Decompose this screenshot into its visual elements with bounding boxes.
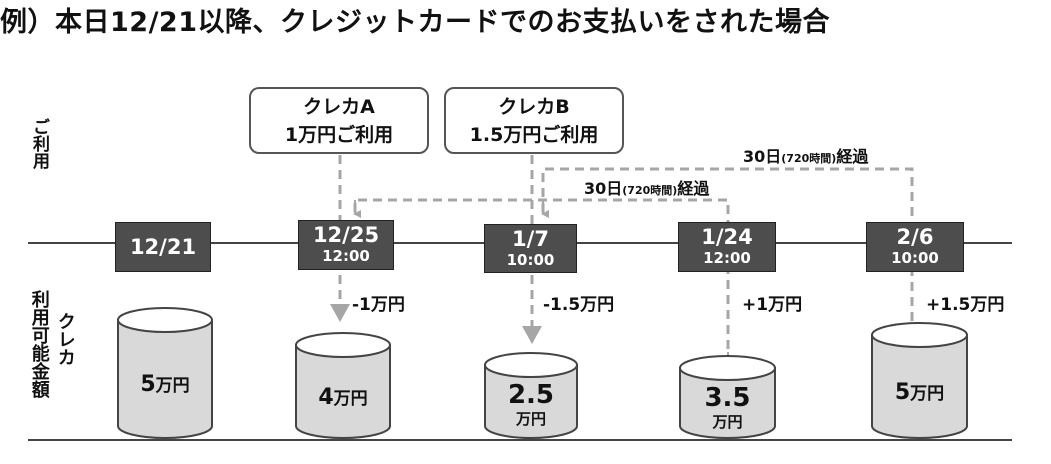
delta-return-b: +1.5万円 xyxy=(926,295,1005,315)
cylinder-top xyxy=(117,307,213,333)
balance-value: 5 xyxy=(140,372,156,397)
balance-cylinder xyxy=(295,344,391,439)
cylinder-top xyxy=(484,352,578,378)
cylinder-top xyxy=(679,355,776,381)
card-b-usage: 1.5万円ご利用 xyxy=(469,124,599,146)
time-text: 12:00 xyxy=(322,247,370,265)
date-text: 12/21 xyxy=(129,235,197,259)
cylinder-top xyxy=(871,322,968,348)
card-a-name: クレカA xyxy=(303,96,375,118)
elapsed-suffix: 経過 xyxy=(677,179,710,198)
balance-label: 4万円 xyxy=(296,384,390,410)
balance-unit: 万円 xyxy=(515,410,546,428)
date-box-0107: 1/7 10:00 xyxy=(484,224,577,273)
elapsed-label-a: 30日(720時間)経過 xyxy=(584,175,709,199)
time-text: 10:00 xyxy=(506,251,555,269)
card-a-box: クレカA 1万円ご利用 xyxy=(249,87,429,154)
balance-value: 3.5 xyxy=(704,383,751,413)
time-text: 10:00 xyxy=(891,249,939,267)
elapsed-b-path xyxy=(541,167,914,325)
date-box-1221: 12/21 xyxy=(115,222,211,272)
date-box-0124: 1/24 12:00 xyxy=(678,222,776,272)
elapsed-a-path xyxy=(353,198,730,352)
elapsed-label-b: 30日(720時間)経過 xyxy=(743,143,868,167)
elapsed-hours: (720時間) xyxy=(781,152,837,165)
balance-unit: 万円 xyxy=(910,383,945,404)
delta-card-a: -1万円 xyxy=(352,295,405,315)
balance-unit: 万円 xyxy=(155,376,190,396)
elapsed-suffix: 経過 xyxy=(836,147,869,166)
date-box-1225: 12/25 12:00 xyxy=(298,220,394,270)
page-title: 例）本日12/21以降、クレジットカードでのお支払いをされた場合 xyxy=(0,7,831,38)
card-b-box: クレカB 1.5万円ご利用 xyxy=(444,87,624,154)
date-text: 1/24 xyxy=(701,225,753,249)
balance-value: 2.5 xyxy=(507,380,555,410)
delta-return-a: +1万円 xyxy=(742,295,803,315)
balance-cylinder xyxy=(679,367,776,439)
time-text: 12:00 xyxy=(703,249,751,267)
cylinder-top xyxy=(295,332,391,358)
date-text: 12/25 xyxy=(312,223,380,247)
balance-cylinder xyxy=(117,319,213,439)
balance-label: 5万円 xyxy=(118,371,212,397)
card-b-name: クレカB xyxy=(498,96,570,118)
elapsed-hours: (720時間) xyxy=(622,184,678,197)
card-a-usage: 1万円ご利用 xyxy=(284,124,394,146)
date-box-0206: 2/6 10:00 xyxy=(866,222,964,272)
date-text: 1/7 xyxy=(512,227,549,251)
balance-value: 5 xyxy=(894,379,911,405)
balance-cylinder xyxy=(484,364,578,439)
card-label: クレカ xyxy=(54,312,76,366)
usage-label: ご利用 xyxy=(29,118,49,169)
delta-card-b: -1.5万円 xyxy=(543,295,615,315)
balance-label: 5万円 xyxy=(872,379,967,405)
balance-unit: 万円 xyxy=(333,388,368,409)
balance-cylinder xyxy=(871,334,968,439)
elapsed-days: 30日 xyxy=(584,179,623,198)
date-text: 2/6 xyxy=(896,225,934,249)
elapsed-days: 30日 xyxy=(743,147,782,166)
available-amount-label: 利用可能金額 xyxy=(28,290,50,398)
balance-unit: 万円 xyxy=(712,413,743,431)
balance-value: 4 xyxy=(318,384,334,410)
